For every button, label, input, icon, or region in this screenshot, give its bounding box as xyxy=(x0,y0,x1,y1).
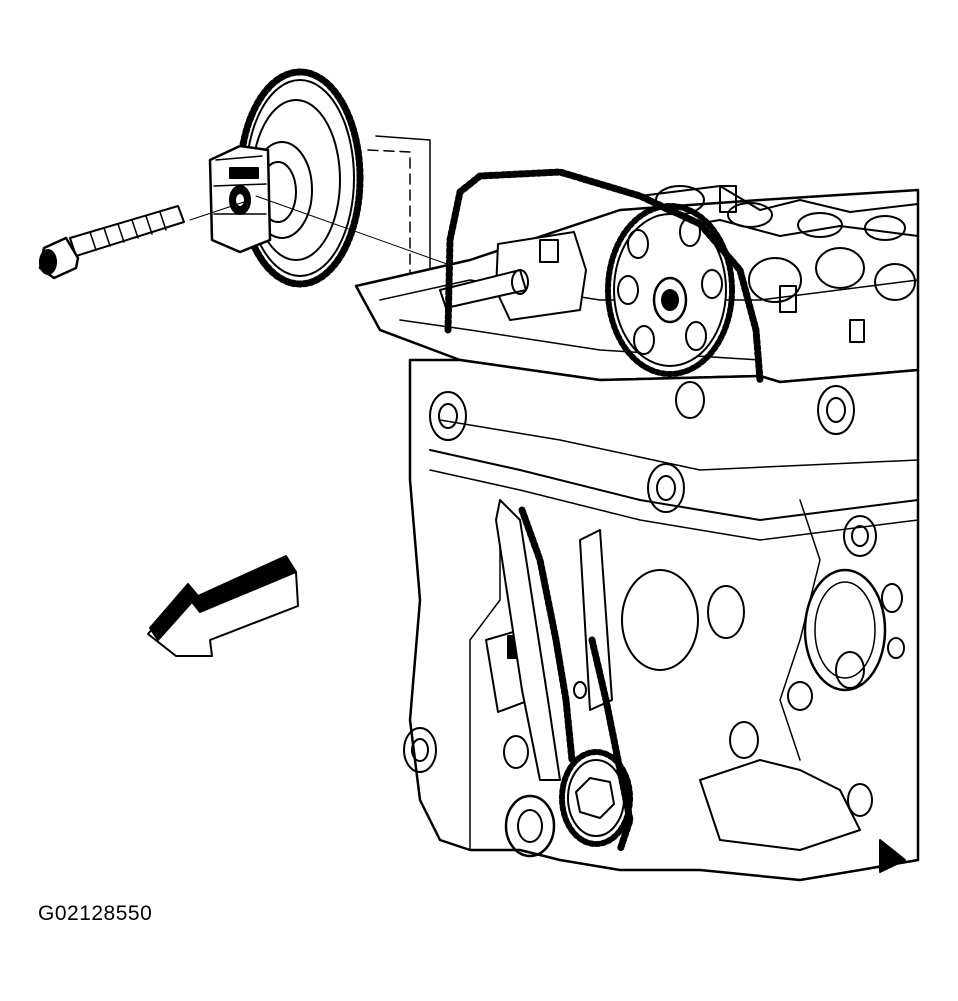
installed-cam-sprocket xyxy=(605,203,735,377)
direction-arrow xyxy=(147,555,299,657)
figure-code: G02128550 xyxy=(38,902,153,925)
sprocket-bolt xyxy=(38,205,185,280)
engine-block xyxy=(354,185,920,882)
exploded-camshaft-sprocket xyxy=(189,68,364,288)
timing-chain xyxy=(444,168,764,854)
